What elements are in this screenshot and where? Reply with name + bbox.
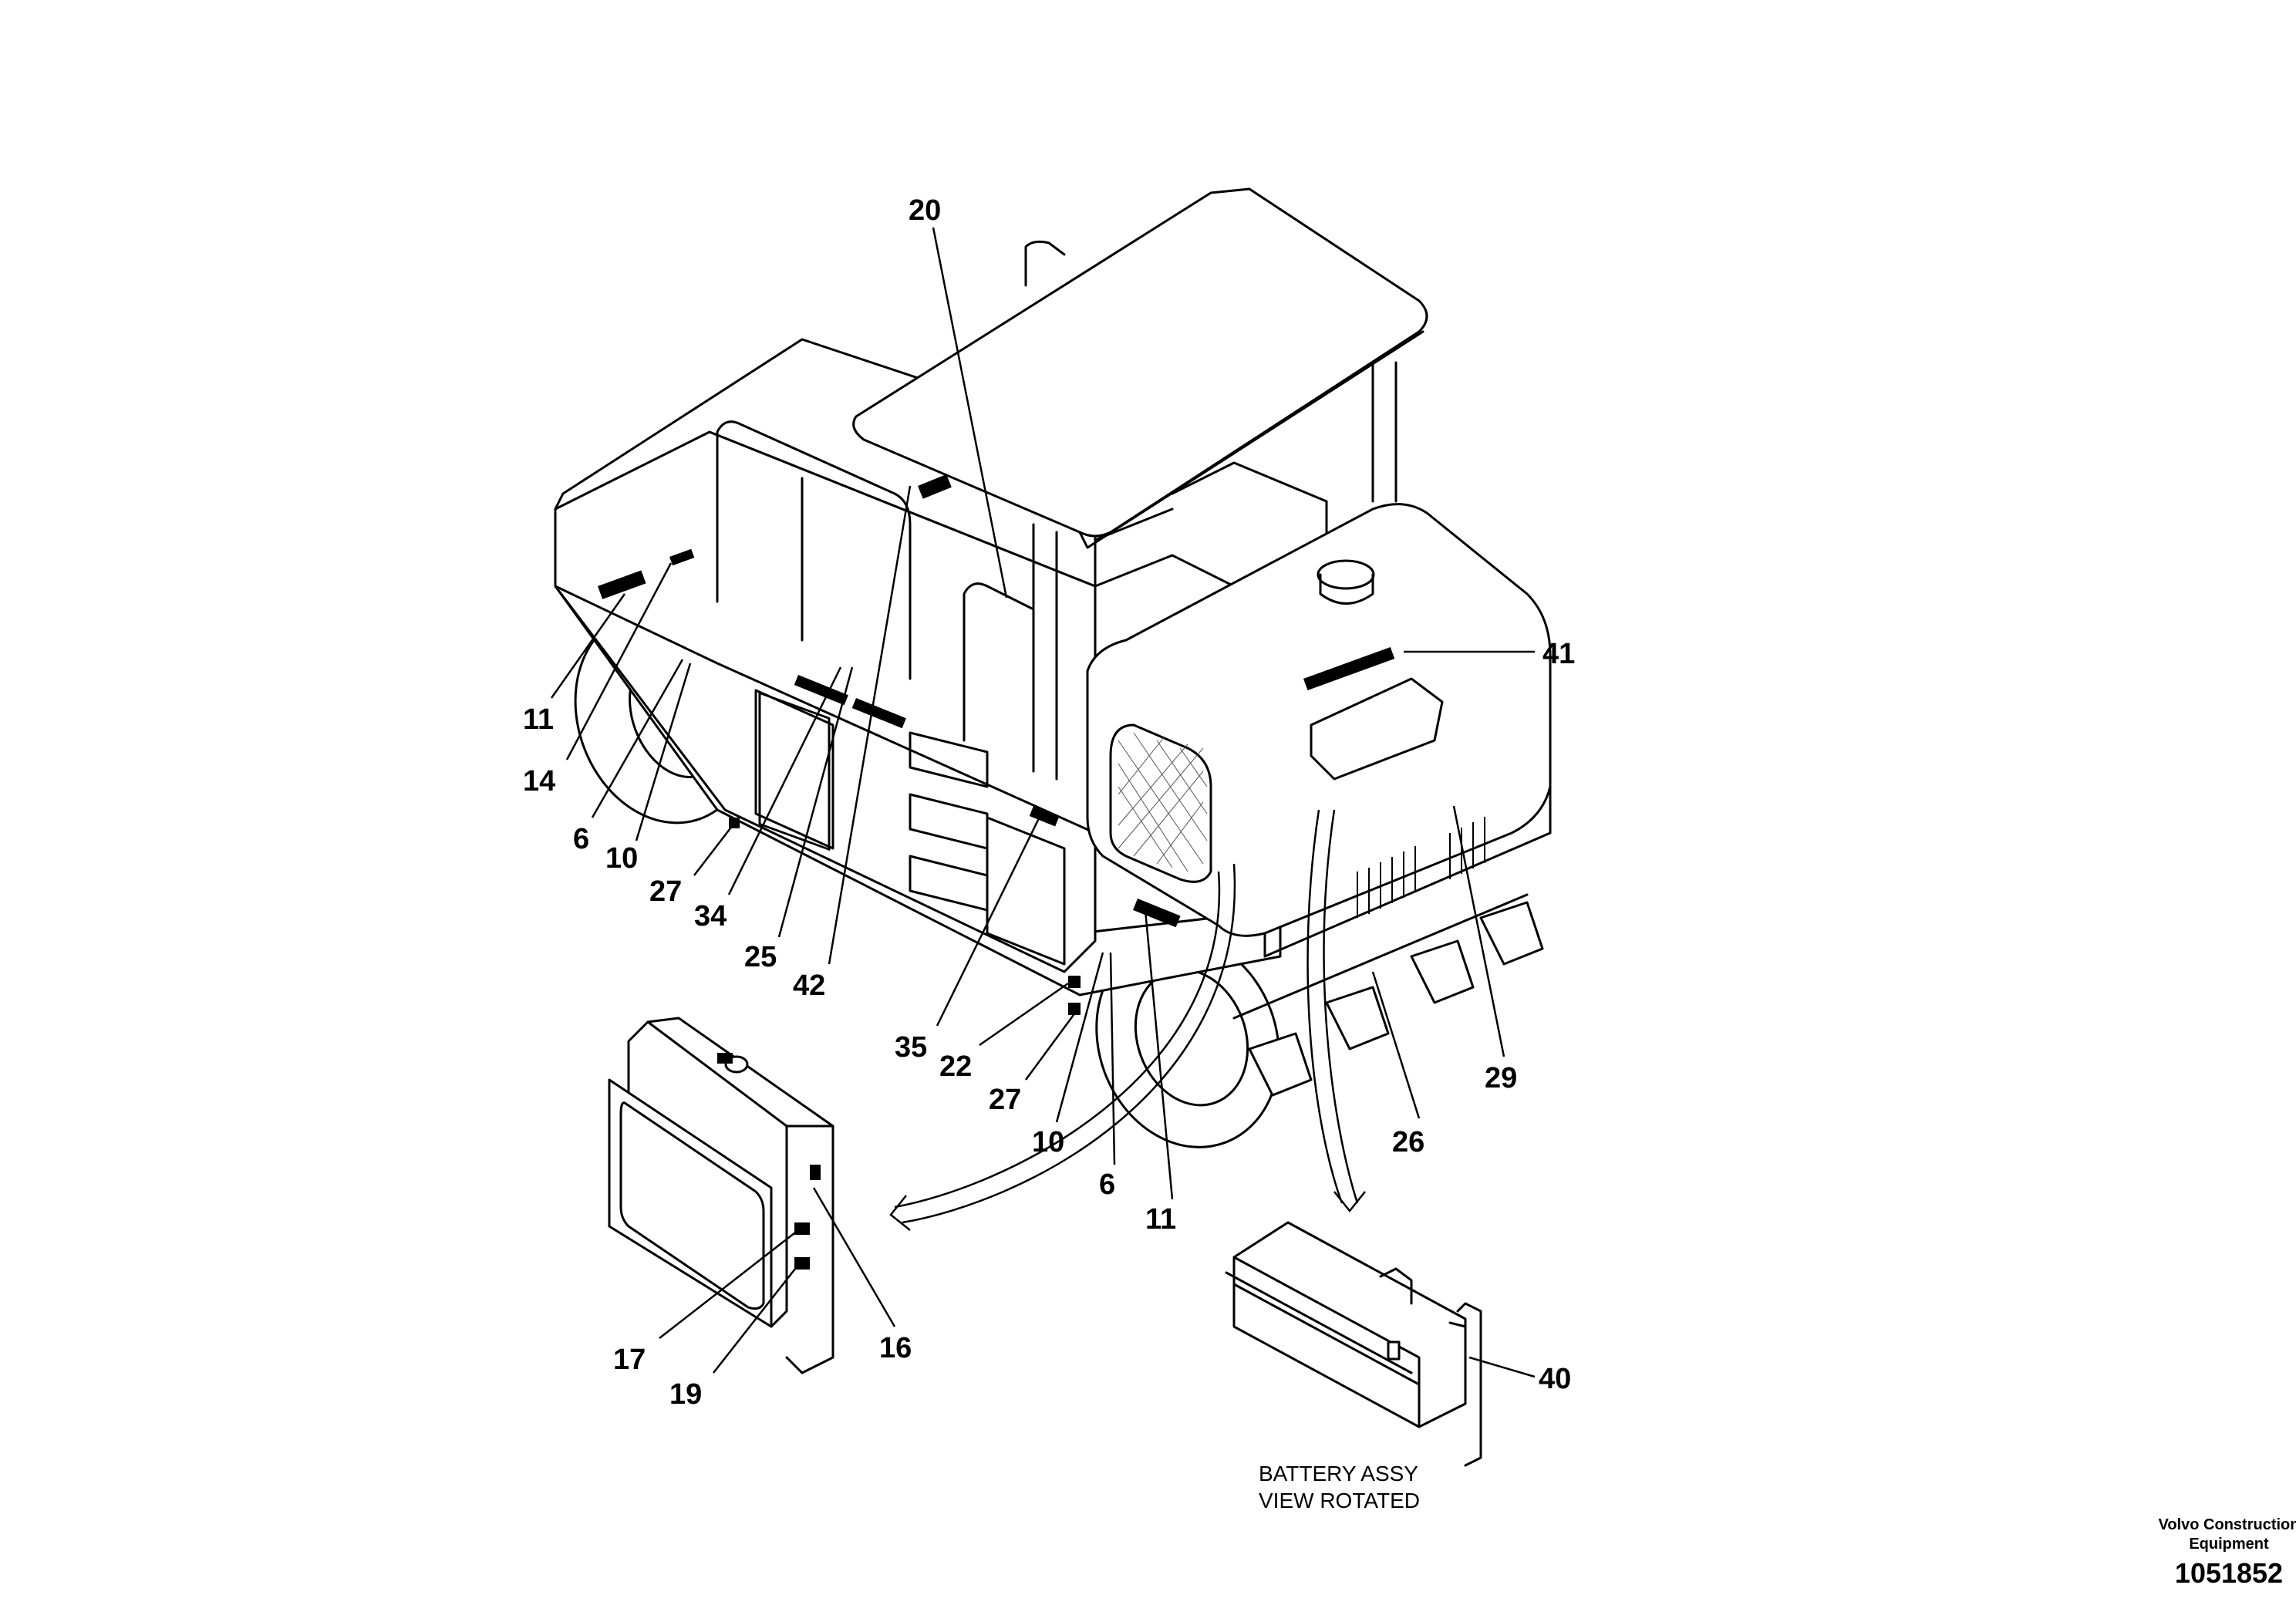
- callout-19: 19: [669, 1378, 702, 1411]
- callout-20: 20: [909, 194, 941, 227]
- callout-10b: 10: [1032, 1126, 1064, 1158]
- arrow-to-battery: [1306, 809, 1344, 1204]
- callout-35: 35: [895, 1031, 927, 1064]
- callout-25: 25: [744, 941, 777, 973]
- arrow-to-cooler-inner: [902, 863, 1236, 1224]
- canopy-roof: [852, 187, 1428, 538]
- roller-machine: [554, 187, 1552, 1148]
- hood-louvers: [1357, 817, 1485, 918]
- cooler-assembly: [608, 1017, 834, 1374]
- callout-29: 29: [1485, 1062, 1517, 1094]
- callout-42: 42: [793, 969, 825, 1002]
- front-hood: [1086, 503, 1552, 937]
- company-line2: Equipment: [2189, 1536, 2269, 1553]
- battery-caption-line2: VIEW ROTATED: [1259, 1489, 1420, 1512]
- company-line1: Volvo Construction: [2159, 1516, 2296, 1533]
- callout-labels: 20 41 11 14 6 10 27 34 25 42 35 22 27 10…: [523, 194, 1575, 1411]
- hand-rails: [716, 420, 1035, 773]
- arrow-to-cooler: [894, 871, 1221, 1209]
- battery-assembly: [1225, 1221, 1482, 1467]
- callout-40: 40: [1539, 1363, 1571, 1395]
- leader-lines: [550, 227, 1536, 1378]
- callout-11b: 11: [1145, 1203, 1176, 1236]
- callout-14: 14: [523, 765, 555, 798]
- callout-41: 41: [1542, 638, 1575, 670]
- battery-caption-line1: BATTERY ASSY: [1259, 1462, 1418, 1485]
- callout-10: 10: [605, 842, 638, 875]
- callout-16: 16: [879, 1332, 912, 1364]
- callout-11: 11: [523, 703, 554, 736]
- callout-27: 27: [649, 875, 682, 908]
- document-number: 1051852: [2175, 1557, 2283, 1589]
- mesh-pattern: [1118, 732, 1208, 872]
- scraper-pads: [1232, 893, 1544, 1097]
- callout-22: 22: [939, 1050, 972, 1083]
- callout-34: 34: [694, 900, 727, 932]
- callout-6: 6: [573, 823, 589, 855]
- decals: [598, 474, 1395, 1015]
- callout-26: 26: [1392, 1126, 1424, 1158]
- callout-17: 17: [613, 1344, 646, 1376]
- side-grilles: [909, 731, 989, 912]
- callout-27b: 27: [989, 1084, 1021, 1116]
- callout-6b: 6: [1099, 1168, 1115, 1201]
